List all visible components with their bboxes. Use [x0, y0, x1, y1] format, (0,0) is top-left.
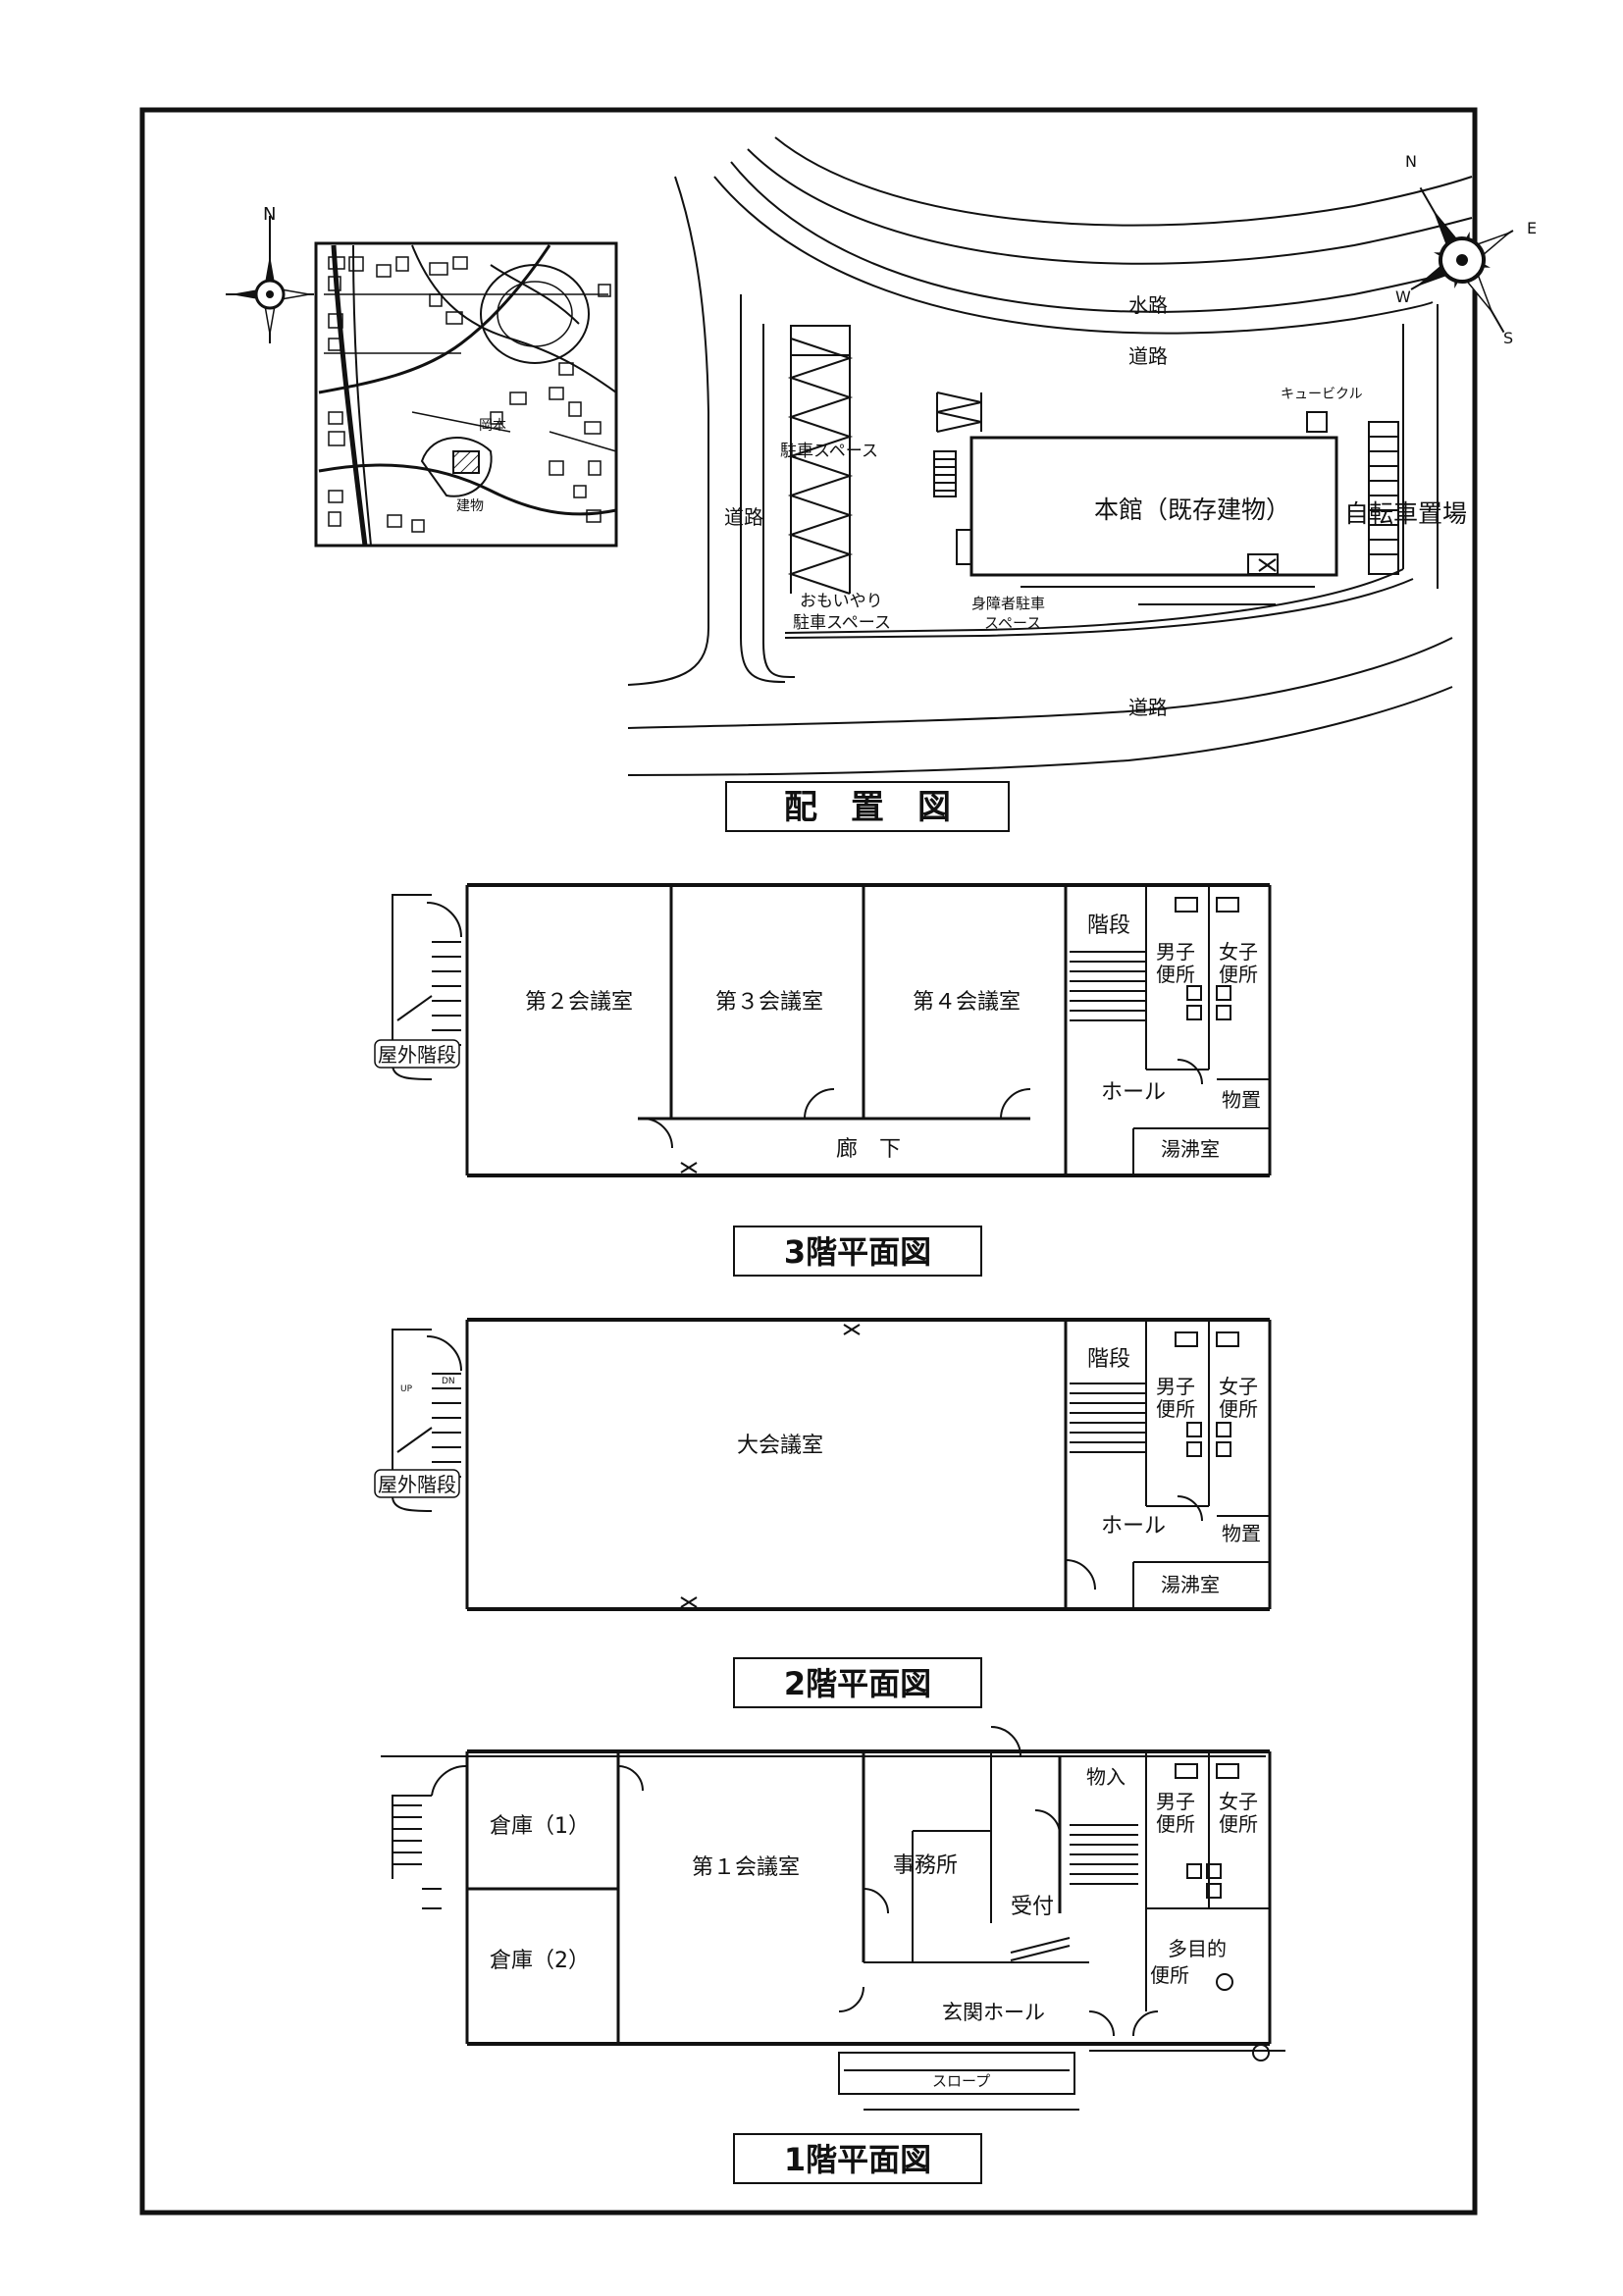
f3-hall: ホール [1101, 1080, 1166, 1105]
site-plan-labels: 水路 道路 道路 道路 キュービクル 駐車スペース 本館（既存建物） 自転車置場… [724, 293, 1467, 719]
sheet-border [139, 107, 1478, 2216]
f2-outdoor-stairs-box [374, 1469, 460, 1498]
f2-mens-1: 男子 [1156, 1375, 1195, 1398]
parking-label: 駐車スペース [780, 442, 878, 461]
site-plan [627, 136, 1473, 776]
f3-mens-2: 便所 [1156, 963, 1195, 986]
f1-office: 事務所 [893, 1853, 958, 1878]
f1-conf1: 第１会議室 [692, 1855, 800, 1880]
f2-dn: DN [442, 1377, 455, 1386]
f3-womens-1: 女子 [1219, 940, 1258, 964]
f3-corridor: 廊 下 [836, 1137, 901, 1162]
road-lower-label: 道路 [1128, 696, 1168, 719]
compass-e: E [1527, 219, 1537, 237]
f1-entrance: 玄関ホール [942, 2001, 1045, 2024]
location-map-compass: N [226, 204, 314, 343]
floor2-title-box [733, 1657, 982, 1708]
floor3-title: 3階平面図 [784, 1233, 931, 1271]
bicycle-parking-label: 自転車置場 [1344, 499, 1467, 528]
map-building-label: 建物 [456, 498, 484, 514]
f2-stairs: 階段 [1087, 1347, 1130, 1372]
map-area-label: 岡本 [479, 418, 506, 434]
f1-slope-ramp [838, 2052, 1075, 2095]
f1-womens-1: 女子 [1219, 1790, 1258, 1813]
f3-outdoor-stairs-box [374, 1039, 460, 1069]
f1-store1: 倉庫（1） [490, 1814, 590, 1839]
floor3-plan [392, 883, 1272, 1177]
f1-multi-2: 便所 [1150, 1963, 1189, 1987]
site-plan-title: 配 置 図 [784, 788, 951, 827]
f2-storage: 物置 [1222, 1522, 1261, 1545]
bicycle-parking [1368, 421, 1399, 575]
omoiyari-label-2: 駐車スペース [793, 613, 891, 633]
f1-slope: スロープ [932, 2072, 990, 2090]
f3-conf2: 第２会議室 [525, 990, 633, 1015]
main-building [969, 436, 1338, 577]
f1-mens-1: 男子 [1156, 1790, 1195, 1813]
floor3-title-box [733, 1226, 982, 1277]
f3-womens-2: 便所 [1219, 963, 1258, 986]
cubicle-label: キュービクル [1281, 387, 1363, 402]
f1-mens-2: 便所 [1156, 1812, 1195, 1836]
f2-main-conf: 大会議室 [737, 1434, 823, 1458]
floor1-plan [381, 1726, 1285, 2111]
main-building-label: 本館（既存建物） [1094, 496, 1290, 524]
f3-conf3: 第３会議室 [715, 990, 823, 1015]
f2-kettle: 湯沸室 [1161, 1573, 1220, 1596]
compass-s: S [1503, 329, 1513, 347]
floor1-title-box [733, 2133, 982, 2184]
f1-reception: 受付 [1011, 1895, 1054, 1919]
f1-multi-1: 多目的 [1168, 1937, 1227, 1960]
floor2-plan [392, 1318, 1272, 1611]
floor2-labels: 大会議室 階段 男子 便所 女子 便所 ホール 物置 湯沸室 UP DN 屋外階… [374, 1347, 1261, 1596]
f2-womens-2: 便所 [1219, 1397, 1258, 1421]
disabled-parking-label-1: 身障者駐車 [971, 595, 1045, 612]
omoiyari-label-1: おもいやり [800, 592, 883, 611]
floor1-title: 1階平面図 [784, 2141, 931, 2178]
f3-stairs: 階段 [1087, 913, 1130, 938]
compass-w: W [1395, 287, 1411, 306]
f3-kettle: 湯沸室 [1161, 1137, 1220, 1161]
f2-hall: ホール [1101, 1514, 1166, 1539]
site-plan-title-box [725, 781, 1010, 832]
floor1-labels: 倉庫（1） 倉庫（2） 第１会議室 事務所 受付 物入 男子 便所 女子 便所 … [490, 1765, 1258, 2090]
location-map: 岡本 建物 [314, 241, 618, 548]
road-left-label: 道路 [724, 505, 763, 529]
road-upper-label: 道路 [1128, 344, 1168, 368]
f2-womens-1: 女子 [1219, 1375, 1258, 1398]
disabled-parking-label-2: スペース [984, 614, 1041, 632]
f1-storage: 物入 [1086, 1765, 1126, 1789]
f3-outdoor-stairs: 屋外階段 [378, 1043, 456, 1067]
f2-up: UP [400, 1384, 413, 1394]
location-compass-n: N [263, 204, 276, 225]
f3-conf4: 第４会議室 [913, 990, 1021, 1015]
compass-n: N [1405, 152, 1417, 171]
f2-mens-2: 便所 [1156, 1397, 1195, 1421]
f3-storage: 物置 [1222, 1088, 1261, 1112]
f3-mens-1: 男子 [1156, 940, 1195, 964]
f2-outdoor-stairs: 屋外階段 [378, 1473, 456, 1496]
waterway-label: 水路 [1128, 293, 1168, 317]
site-plan-compass [1410, 186, 1514, 334]
f1-womens-2: 便所 [1219, 1812, 1258, 1836]
floor3-labels: 第２会議室 第３会議室 第４会議室 階段 男子 便所 女子 便所 ホール 物置 … [374, 913, 1261, 1162]
target-building-marker [452, 450, 480, 474]
f1-store2: 倉庫（2） [490, 1949, 590, 1973]
floor2-title: 2階平面図 [784, 1665, 931, 1702]
